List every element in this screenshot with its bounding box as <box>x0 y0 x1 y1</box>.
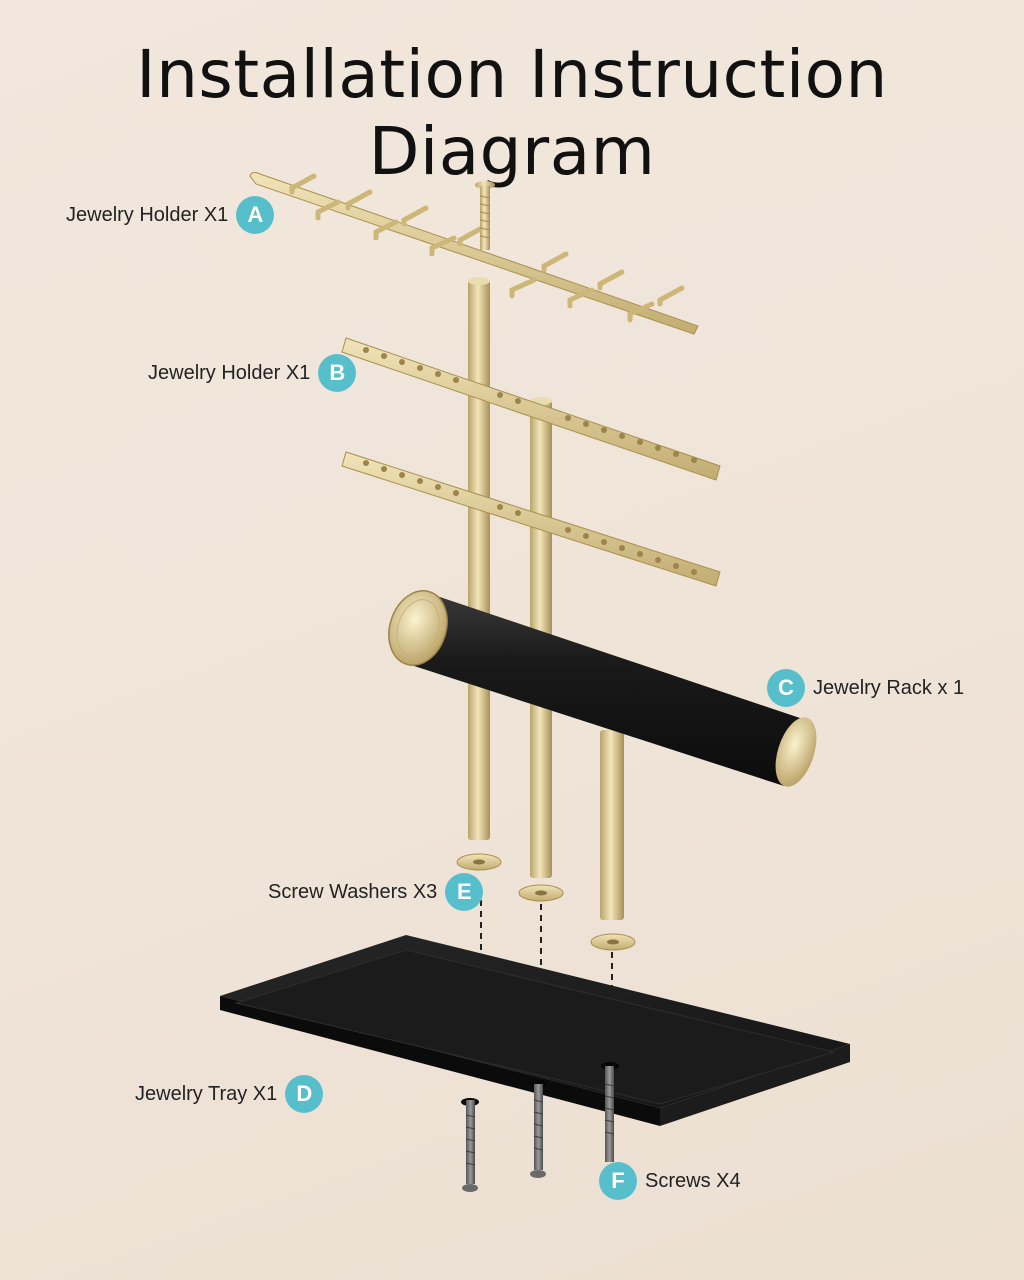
screws <box>462 1066 615 1192</box>
pole-left <box>468 277 490 840</box>
alignment-guides <box>480 900 613 990</box>
pole-right <box>600 730 624 920</box>
callout-e-label: Screw Washers X3 <box>268 880 438 903</box>
callout-f-label: Screws X4 <box>645 1169 741 1192</box>
callout-c-label: Jewelry Rack x 1 <box>813 676 965 699</box>
badge-d: D <box>285 1075 324 1113</box>
perforated-bar-b-lower <box>341 451 721 587</box>
callout-b: Jewelry Holder X1 B <box>148 354 357 392</box>
badge-c: C <box>767 669 805 707</box>
callout-b-label: Jewelry Holder X1 <box>148 361 311 384</box>
hook-holder-a <box>249 171 699 335</box>
jewelry-tray <box>220 935 850 1126</box>
callout-a-label: Jewelry Holder X1 <box>66 203 229 226</box>
perforated-bar-b-upper <box>341 337 721 481</box>
callout-f: F Screws X4 <box>599 1162 741 1200</box>
callout-d-label: Jewelry Tray X1 <box>135 1082 278 1105</box>
badge-b: B <box>318 354 357 392</box>
callout-a: Jewelry Holder X1 A <box>66 196 275 234</box>
screw-washers <box>456 853 636 951</box>
page-title: Installation Instruction Diagram <box>136 36 888 190</box>
badge-f: F <box>599 1162 637 1200</box>
callout-c: C Jewelry Rack x 1 <box>767 669 964 707</box>
callout-d: Jewelry Tray X1 D <box>135 1075 324 1113</box>
jewelry-rack-tube <box>388 590 817 787</box>
badge-a: A <box>236 196 275 234</box>
top-screw <box>475 181 495 250</box>
callout-e: Screw Washers X3 E <box>268 873 484 911</box>
badge-e: E <box>445 873 484 911</box>
